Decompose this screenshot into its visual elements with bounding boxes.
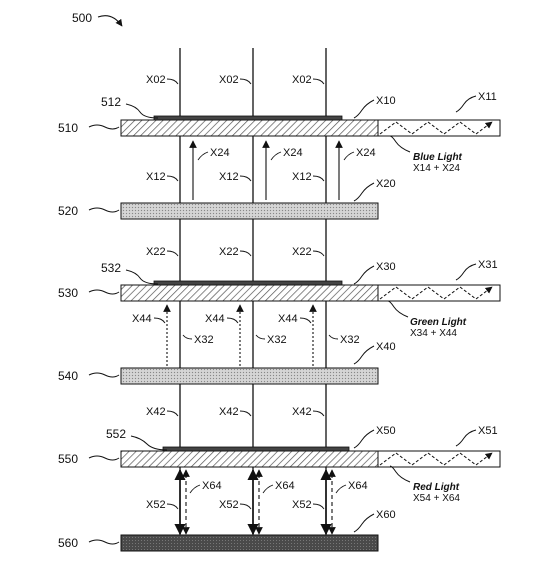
layer-540 <box>120 367 379 385</box>
beam-label-x12-1: X12 <box>146 171 166 183</box>
beam-label-x42-2: X42 <box>219 406 239 418</box>
beam-label-x02-3: X02 <box>292 74 312 86</box>
red-light-label: Red Light <box>413 482 460 493</box>
layer-530 <box>120 284 379 302</box>
beam-label-x32-2: X32 <box>267 334 287 346</box>
leader-512 <box>125 103 159 119</box>
film-512 <box>153 115 343 121</box>
beam-label-x64-3: X64 <box>348 480 368 492</box>
label-550: 550 <box>58 452 78 466</box>
beam-label-x02-1: X02 <box>146 74 166 86</box>
ref-x31: X31 <box>478 259 498 271</box>
waveguide-outputs <box>377 119 501 468</box>
beam-labels-section3: X64 X64 X64 X52 X52 X52 <box>146 480 368 511</box>
beam-label-x24-1: X24 <box>210 147 230 159</box>
film-552 <box>162 446 350 452</box>
beam-label-x64-1: X64 <box>202 480 222 492</box>
green-light-formula: X34 + X44 <box>410 328 457 339</box>
beam-label-x42-1: X42 <box>146 406 166 418</box>
layer-refs: X10 X20 X30 X40 X50 X60 <box>376 95 396 521</box>
beam-labels-section2: X44 X44 X44 X32 X32 X32 <box>132 313 360 346</box>
section3-up-arrows <box>182 469 336 535</box>
layer-520 <box>120 202 379 220</box>
ref-x40: X40 <box>376 341 396 353</box>
leader-green-light <box>387 300 409 318</box>
beam-label-x22-1: X22 <box>146 246 166 258</box>
green-light-label: Green Light <box>410 317 467 328</box>
beam-labels-section2-top: X22 X22 X22 <box>146 246 312 258</box>
beam-labels-section1: X24 X24 X24 X12 X12 X12 <box>146 147 376 183</box>
beam-labels-section3-top: X42 X42 X42 <box>146 406 312 418</box>
beam-label-x22-2: X22 <box>219 246 239 258</box>
label-552: 552 <box>106 427 126 441</box>
label-532: 532 <box>101 261 121 275</box>
beam-label-x52-2: X52 <box>219 499 239 511</box>
figure-number-arrow <box>97 15 123 27</box>
layer-550 <box>120 450 379 468</box>
figure-number: 500 <box>72 11 92 25</box>
beam-label-x24-2: X24 <box>283 147 303 159</box>
beam-label-x32-3: X32 <box>340 334 360 346</box>
beam-label-x12-3: X12 <box>292 171 312 183</box>
beam-label-x44-2: X44 <box>205 313 225 325</box>
ref-x30: X30 <box>376 261 396 273</box>
leader-red-light <box>389 465 411 483</box>
label-520: 520 <box>58 204 78 218</box>
layer-label-leaders <box>88 124 120 545</box>
beam-label-x44-1: X44 <box>132 313 152 325</box>
ref-x60: X60 <box>376 509 396 521</box>
beam-label-x02-2: X02 <box>219 74 239 86</box>
ref-x11: X11 <box>478 91 497 103</box>
ref-x20: X20 <box>376 178 396 190</box>
leader-532 <box>125 269 159 285</box>
beam-label-leaders <box>153 78 355 510</box>
label-510: 510 <box>58 121 78 135</box>
beam-label-x24-3: X24 <box>356 147 376 159</box>
waveguide-x51 <box>377 450 501 468</box>
beam-label-x52-1: X52 <box>146 499 166 511</box>
section3-down-arrows <box>174 468 332 536</box>
leader-552 <box>130 435 168 451</box>
zigzag-x11 <box>379 121 493 135</box>
leader-x11 <box>455 95 477 113</box>
label-560: 560 <box>58 536 78 550</box>
waveguide-x31 <box>377 284 501 302</box>
zigzag-x31 <box>379 286 493 300</box>
beam-label-x32-1: X32 <box>194 334 214 346</box>
leader-blue-light <box>389 135 411 153</box>
red-light-formula: X54 + X64 <box>413 493 460 504</box>
film-532 <box>153 280 343 286</box>
beam-label-x64-2: X64 <box>275 480 295 492</box>
layer-labels: 510 520 530 540 550 560 <box>58 121 78 550</box>
blue-light-formula: X14 + X24 <box>413 163 460 174</box>
blue-light-label: Blue Light <box>413 152 463 163</box>
beam-label-x52-3: X52 <box>292 499 312 511</box>
layer-510 <box>120 119 379 137</box>
layer-ref-leaders <box>353 99 375 533</box>
beam-label-x12-2: X12 <box>219 171 239 183</box>
ref-x50: X50 <box>376 425 396 437</box>
section1-up-arrows <box>189 140 343 200</box>
ref-x51: X51 <box>478 425 498 437</box>
beam-labels-top: X02 X02 X02 <box>146 74 312 86</box>
beam-label-x42-3: X42 <box>292 406 312 418</box>
leader-x51 <box>455 429 477 447</box>
label-512: 512 <box>101 95 121 109</box>
label-530: 530 <box>58 286 78 300</box>
label-540: 540 <box>58 369 78 383</box>
waveguide-x11 <box>377 119 501 137</box>
beam-label-x22-3: X22 <box>292 246 312 258</box>
layer-560 <box>120 534 379 552</box>
ref-x10: X10 <box>376 95 396 107</box>
beam-label-x44-3: X44 <box>278 313 298 325</box>
zigzag-x51 <box>379 452 493 466</box>
leader-x31 <box>455 263 477 281</box>
